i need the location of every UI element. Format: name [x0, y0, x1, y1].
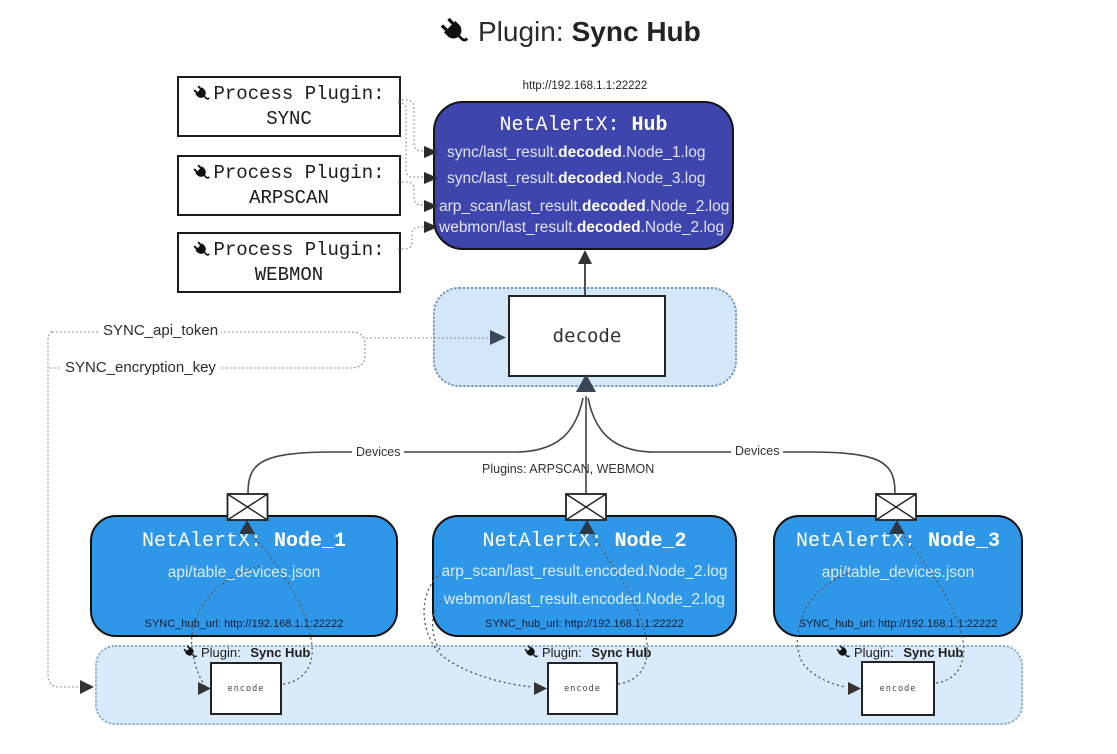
node-title: NetAlertX: Node_3 — [795, 530, 1001, 553]
node-2-box: NetAlertX: Node_2 arp_scan/last_result.e… — [432, 515, 737, 637]
process-plugin-box-arpscan: Process Plugin: ARPSCAN — [177, 155, 401, 216]
devices-edge-label-left: Devices — [352, 445, 405, 459]
node-hub-url: SYNC_hub_url: http://192.168.1.1:22222 — [144, 618, 344, 630]
hub-log-line: sync/last_result.decoded.Node_3.log — [447, 170, 706, 187]
encoder-label: Plugin: Sync Hub — [836, 645, 963, 660]
node-to-decode-curves — [247, 396, 896, 494]
node-file-line: arp_scan/last_result.encoded.Node_2.log — [441, 563, 728, 580]
plugin-to-hub-connectors — [398, 99, 426, 250]
hub-title-prefix: NetAlertX: — [499, 114, 620, 137]
plug-icon — [434, 11, 476, 53]
encoder-label: Plugin: Sync Hub — [524, 645, 651, 660]
encode-box: encode — [547, 662, 618, 715]
plug-icon — [521, 642, 542, 663]
process-plugin-label: Process Plugin: — [213, 238, 385, 261]
sync-encryption-key-label: SYNC_encryption_key — [62, 359, 219, 376]
encode-box: encode — [861, 661, 935, 716]
plug-icon — [180, 642, 201, 663]
process-plugin-label: Process Plugin: — [213, 82, 385, 105]
decode-box: decode — [508, 295, 666, 377]
title-name: Sync Hub — [571, 16, 701, 47]
encoder-label: Plugin: Sync Hub — [183, 645, 310, 660]
node-file-line: api/table_devices.json — [821, 564, 975, 581]
plug-icon — [833, 642, 854, 663]
devices-edge-label-right: Devices — [731, 444, 784, 458]
plug-icon — [190, 160, 215, 185]
process-plugin-name: ARPSCAN — [249, 186, 329, 209]
plug-icon — [190, 237, 215, 262]
node-title: NetAlertX: Node_1 — [141, 530, 347, 553]
process-plugin-box-sync: Process Plugin: SYNC — [177, 76, 401, 137]
node-title: NetAlertX: Node_2 — [482, 530, 687, 553]
node-1-box: NetAlertX: Node_1 api/table_devices.json… — [90, 515, 398, 637]
page-title: Plugin: Sync Hub — [440, 16, 701, 48]
key-to-strip-arrow — [80, 680, 94, 694]
process-plugin-name: SYNC — [266, 107, 312, 130]
node-file-line: api/table_devices.json — [167, 564, 321, 581]
plugins-edge-label: Plugins: ARPSCAN, WEBMON — [482, 462, 655, 476]
hub-log-line: arp_scan/last_result.decoded.Node_2.log — [439, 198, 730, 215]
plug-icon — [190, 81, 215, 106]
node-3-box: NetAlertX: Node_3 api/table_devices.json… — [773, 515, 1023, 637]
hub-log-line: sync/last_result.decoded.Node_1.log — [447, 144, 706, 161]
process-plugin-box-webmon: Process Plugin: WEBMON — [177, 232, 401, 293]
node-hub-url: SYNC_hub_url: http://192.168.1.1:22222 — [798, 618, 998, 630]
node-hub-url: SYNC_hub_url: http://192.168.1.1:22222 — [485, 618, 684, 630]
hub-box: NetAlertX: Hub sync/last_result.decoded.… — [433, 101, 734, 250]
process-plugin-name: WEBMON — [254, 263, 324, 286]
hub-title: NetAlertX: Hub — [435, 114, 732, 137]
decode-label: decode — [552, 325, 622, 347]
hub-url-label: http://192.168.1.1:22222 — [522, 80, 648, 92]
encode-box: encode — [210, 662, 282, 715]
process-plugin-label: Process Plugin: — [213, 161, 385, 184]
node-file-line: webmon/last_result.encoded.Node_2.log — [444, 591, 725, 608]
title-prefix: Plugin: — [478, 16, 564, 47]
hub-title-name: Hub — [631, 114, 668, 137]
hub-log-line: webmon/last_result.decoded.Node_2.log — [439, 219, 725, 236]
sync-api-token-label: SYNC_api_token — [100, 322, 222, 339]
